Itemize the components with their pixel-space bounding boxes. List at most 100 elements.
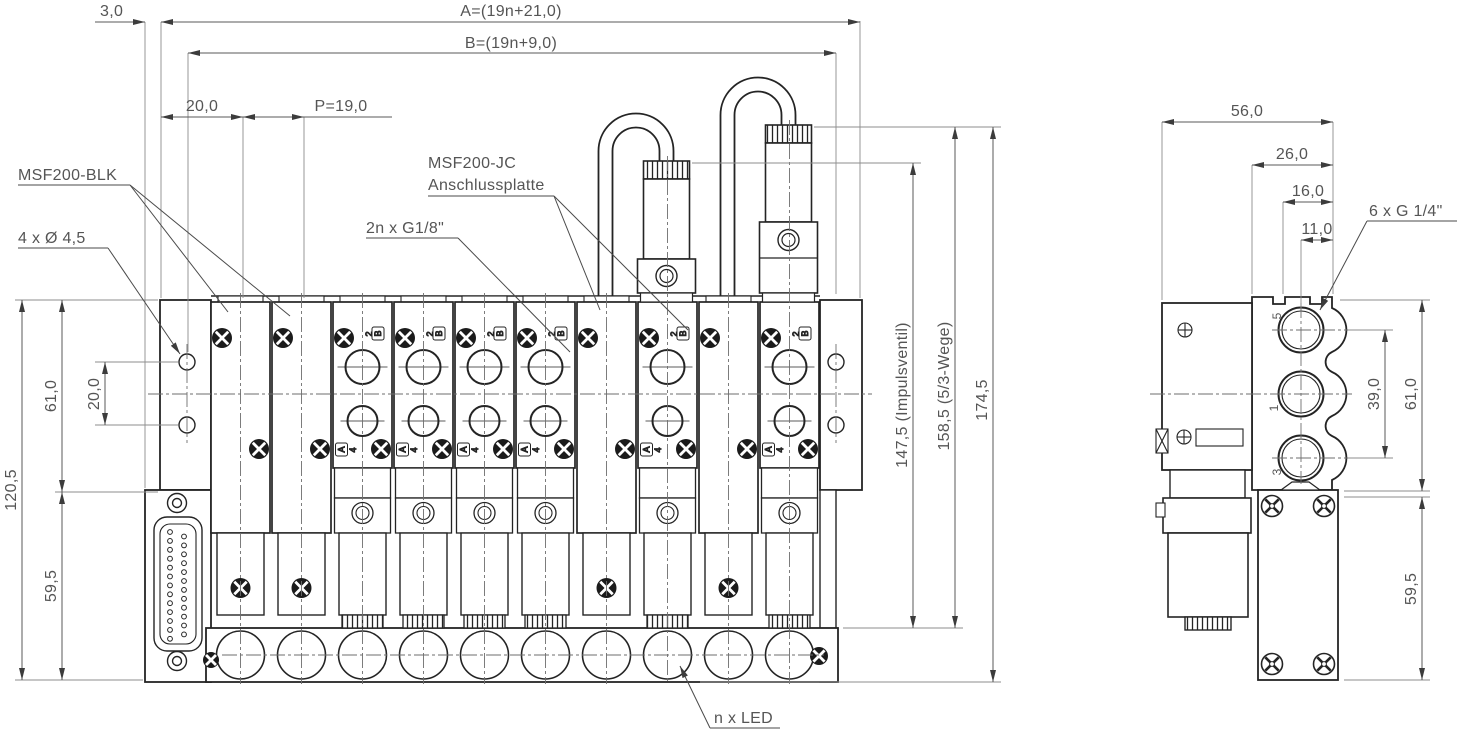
port-label-bottom-letter: A bbox=[398, 446, 408, 452]
side-base-block bbox=[1257, 489, 1339, 681]
dim-26-label: 26,0 bbox=[1276, 146, 1308, 163]
dsub-pins bbox=[167, 529, 187, 642]
port-label-bottom-letter: A bbox=[520, 446, 530, 452]
mounting-clip bbox=[1155, 428, 1169, 454]
right-end-plate bbox=[819, 299, 863, 491]
port-label-bottom-letter: A bbox=[642, 446, 652, 452]
rail-screws bbox=[203, 647, 828, 668]
port-label-top-letter: B bbox=[495, 330, 505, 336]
phillips-screw-icon[interactable] bbox=[1260, 652, 1284, 676]
pilot-tube-inner bbox=[611, 126, 661, 296]
dim-59-5-right-label: 59,5 bbox=[1403, 573, 1420, 605]
screw-icon[interactable] bbox=[578, 328, 598, 348]
screw-icon[interactable] bbox=[493, 439, 513, 459]
screw-icon[interactable] bbox=[212, 328, 232, 348]
solenoid-coil bbox=[1167, 532, 1249, 618]
port-label-top-letter: B bbox=[678, 330, 688, 336]
five-three-pilot-valve bbox=[719, 76, 819, 303]
dim-20-top-label: 20,0 bbox=[186, 98, 218, 115]
dim-120-5-label: 120,5 bbox=[3, 469, 20, 511]
impulse-pilot-valve bbox=[597, 112, 697, 303]
port-label-top-letter: B bbox=[434, 330, 444, 336]
generated-centerlines bbox=[240, 120, 790, 684]
screw-icon[interactable] bbox=[310, 439, 330, 459]
side-port-3-label: 3 bbox=[1270, 468, 1284, 475]
pilot-cap-ribbed bbox=[642, 160, 691, 180]
dim-158-5-label: 158,5 (5/3-Wege) bbox=[936, 321, 953, 450]
screw-icon[interactable] bbox=[432, 439, 452, 459]
dim-20-left-label: 20,0 bbox=[86, 378, 103, 410]
callout-leaders bbox=[18, 184, 1457, 729]
side-nub bbox=[1155, 502, 1166, 518]
port-label-top-letter: B bbox=[373, 330, 383, 336]
screw-icon[interactable] bbox=[615, 439, 635, 459]
dim-b-label: B=(19n+9,0) bbox=[465, 35, 557, 52]
callout-jc-line2: Anschlussplatte bbox=[428, 177, 545, 194]
centerlines bbox=[148, 303, 1352, 656]
extension-lines bbox=[15, 21, 1430, 683]
side-base-screws bbox=[1260, 494, 1336, 676]
side-screw-hole-bottom bbox=[1176, 429, 1192, 445]
screw-icon[interactable] bbox=[203, 652, 219, 668]
port-label-top-number: 2 bbox=[425, 331, 435, 336]
pilot-tube-outer bbox=[719, 76, 797, 296]
side-label-window bbox=[1195, 428, 1244, 447]
port-label-top-letter: B bbox=[800, 330, 810, 336]
dimension-lines bbox=[19, 19, 1425, 682]
screw-icon[interactable] bbox=[395, 328, 415, 348]
dim-61-left-label: 61,0 bbox=[43, 380, 60, 412]
dovetail-notch bbox=[1279, 481, 1322, 491]
screw-icon[interactable] bbox=[676, 439, 696, 459]
screw-icon[interactable] bbox=[761, 328, 781, 348]
dsub-jackscrew-bottom bbox=[166, 650, 188, 672]
side-port-1-label: 1 bbox=[1267, 404, 1281, 411]
pilot-tube-inner bbox=[733, 90, 783, 296]
port-label-top-number: 2 bbox=[364, 331, 374, 336]
port-label-bottom-number: 4 bbox=[409, 447, 419, 452]
port-label-bottom-number: 4 bbox=[348, 447, 358, 452]
dim-11-label: 11,0 bbox=[1301, 221, 1332, 238]
dim-39-label: 39,0 bbox=[1366, 378, 1383, 410]
coil-connector-ribbed bbox=[1184, 616, 1232, 631]
port-label-top-number: 2 bbox=[791, 331, 801, 336]
dsub-connector bbox=[153, 492, 203, 672]
pilot-valves bbox=[597, 76, 819, 303]
phillips-screw-icon[interactable] bbox=[1260, 494, 1284, 518]
port-label-bottom-number: 4 bbox=[470, 447, 480, 452]
screw-icon[interactable] bbox=[249, 439, 269, 459]
dim-147-5-label: 147,5 (Impulsventil) bbox=[894, 322, 911, 468]
screw-icon[interactable] bbox=[810, 647, 828, 665]
screw-icon[interactable] bbox=[700, 328, 720, 348]
side-flange bbox=[1162, 497, 1252, 534]
dsub-jackscrew-top bbox=[166, 492, 188, 514]
screw-icon[interactable] bbox=[798, 439, 818, 459]
callout-led: n x LED bbox=[714, 710, 773, 727]
port-label-bottom-letter: A bbox=[337, 446, 347, 452]
phillips-screw-icon[interactable] bbox=[1312, 652, 1336, 676]
side-interface bbox=[1169, 469, 1246, 499]
port-label-top-number: 2 bbox=[486, 331, 496, 336]
screw-icon[interactable] bbox=[517, 328, 537, 348]
drawing-texts: 3,0 A=(19n+21,0) B=(19n+9,0) 20,0 P=19,0… bbox=[3, 3, 1443, 727]
screw-icon[interactable] bbox=[334, 328, 354, 348]
callout-jc-line1: MSF200-JC bbox=[428, 155, 516, 172]
screw-icon[interactable] bbox=[639, 328, 659, 348]
callout-g14-ports: 6 x G 1/4" bbox=[1369, 203, 1443, 220]
dim-offset-label: 3,0 bbox=[100, 3, 123, 20]
screw-icon[interactable] bbox=[273, 328, 293, 348]
side-view-body bbox=[1155, 296, 1348, 681]
screw-icon[interactable] bbox=[554, 439, 574, 459]
screw-icon[interactable] bbox=[737, 439, 757, 459]
port-label-top-number: 2 bbox=[669, 331, 679, 336]
screw-icon[interactable] bbox=[371, 439, 391, 459]
screw-icon[interactable] bbox=[456, 328, 476, 348]
pilot-tube-outer bbox=[597, 112, 675, 296]
port-label-bottom-number: 4 bbox=[775, 447, 785, 452]
phillips-screw-icon[interactable] bbox=[1312, 494, 1336, 518]
port-label-bottom-letter: A bbox=[764, 446, 774, 452]
port-label-bottom-number: 4 bbox=[531, 447, 541, 452]
